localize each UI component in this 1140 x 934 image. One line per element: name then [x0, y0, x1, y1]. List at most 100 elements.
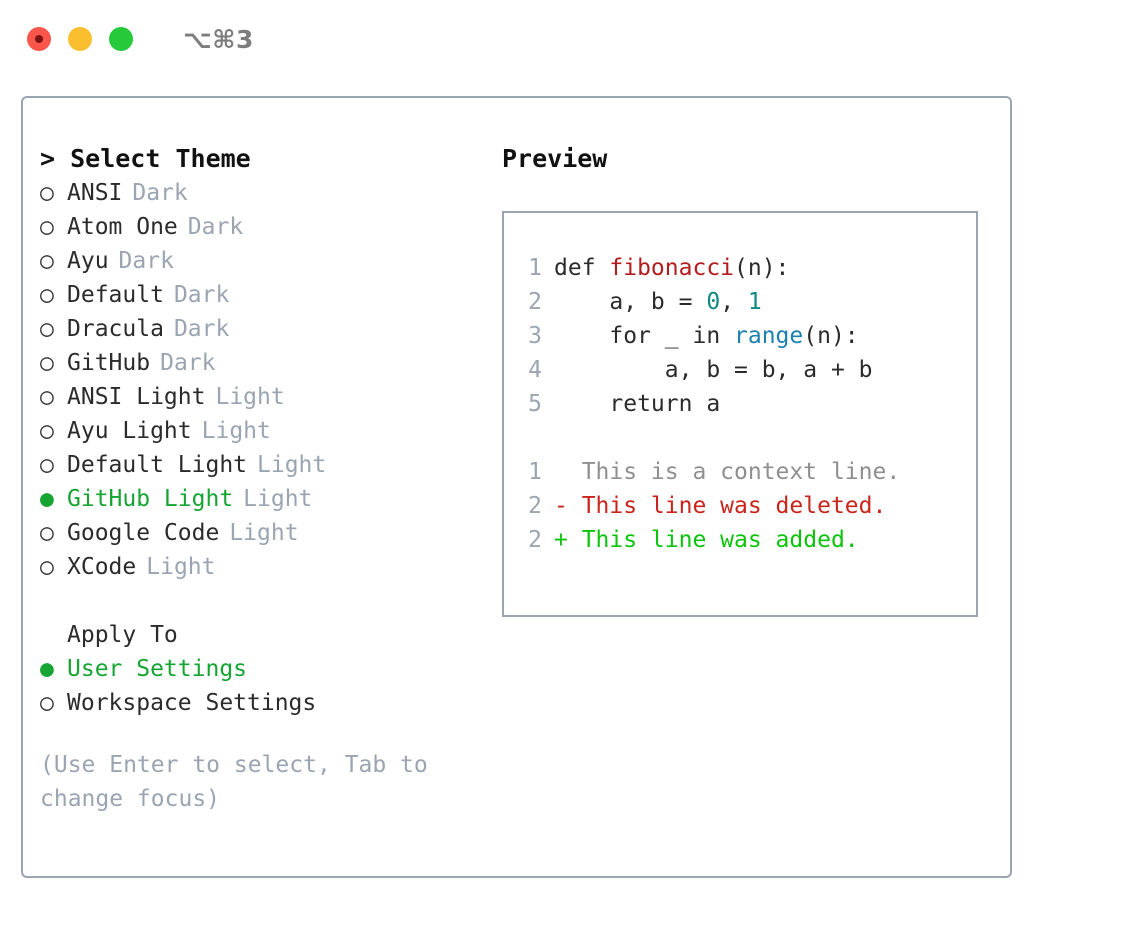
theme-option-label: Atom One: [67, 214, 178, 240]
radio-unselected-icon[interactable]: ○: [40, 452, 54, 478]
diff-sample: 1 This is a context line. 2 - This line wa…: [518, 455, 976, 557]
radio-selected-icon[interactable]: ●: [40, 486, 54, 512]
diff-line-del: 2 - This line was deleted.: [518, 489, 976, 523]
code-diff-spacer: [518, 421, 976, 455]
theme-option-category: Dark: [160, 350, 216, 376]
apply-to-option-label: User Settings: [67, 656, 248, 682]
code-token-num: 0: [706, 289, 721, 315]
diff-line-add: 2 + This line was added.: [518, 523, 976, 557]
code-line: 3 for _ in range(n):: [518, 319, 976, 353]
theme-option-label: ANSI: [67, 180, 123, 206]
apply-to-header-marker: [40, 618, 67, 652]
window-controls: [27, 27, 133, 51]
theme-option-dracula[interactable]: ○ Dracula Dark: [40, 312, 470, 346]
code-line-number: 5: [528, 391, 542, 417]
keyboard-shortcut-label: ⌥⌘3: [183, 24, 254, 54]
code-line-number: 2: [528, 289, 542, 315]
theme-option-label: GitHub Light: [67, 486, 234, 512]
radio-unselected-icon[interactable]: ○: [40, 350, 54, 376]
theme-option-label: Ayu Light: [67, 418, 192, 444]
minimize-button[interactable]: [68, 27, 92, 51]
radio-unselected-icon[interactable]: ○: [40, 384, 54, 410]
radio-unselected-icon[interactable]: ○: [40, 248, 54, 274]
theme-option-label: Default Light: [67, 452, 248, 478]
apply-to-option-label: Workspace Settings: [67, 690, 317, 716]
theme-option-label: ANSI Light: [67, 384, 206, 410]
apply-to-option-list[interactable]: ● User Settings ○ Workspace Settings: [40, 652, 470, 720]
theme-option-category: Light: [243, 486, 313, 512]
radio-unselected-icon[interactable]: ○: [40, 418, 54, 444]
maximize-button[interactable]: [109, 27, 133, 51]
code-line-number: 1: [528, 255, 542, 281]
diff-line-text: - This line was deleted.: [554, 493, 887, 519]
code-token-plain: for _ in: [554, 323, 735, 349]
apply-to-header: Apply To: [40, 618, 470, 652]
radio-unselected-icon[interactable]: ○: [40, 690, 54, 716]
diff-line-text: This is a context line.: [554, 459, 901, 485]
code-token-plain: (n):: [734, 255, 790, 281]
code-line: 2 a, b = 0, 1: [518, 285, 976, 319]
radio-selected-icon[interactable]: ●: [40, 656, 54, 682]
code-token-plain: ,: [720, 289, 748, 315]
diff-line-number: 1: [528, 459, 542, 485]
code-token-plain: def: [554, 255, 610, 281]
code-line-number: 3: [528, 323, 542, 349]
radio-unselected-icon[interactable]: ○: [40, 214, 54, 240]
theme-option-label: XCode: [67, 554, 137, 580]
code-line: 4 a, b = b, a + b: [518, 353, 976, 387]
title-bar: ⌥⌘3: [0, 0, 1140, 78]
theme-option-category: Dark: [132, 180, 188, 206]
code-token-call: range: [734, 323, 804, 349]
theme-option-github[interactable]: ○ GitHub Dark: [40, 346, 470, 380]
theme-option-category: Light: [201, 418, 271, 444]
diff-line-number: 2: [528, 493, 542, 519]
theme-option-label: Dracula: [67, 316, 164, 342]
diff-line-text: + This line was added.: [554, 527, 859, 553]
code-line-number: 4: [528, 357, 542, 383]
radio-unselected-icon[interactable]: ○: [40, 282, 54, 308]
radio-unselected-icon[interactable]: ○: [40, 554, 54, 580]
theme-option-category: Dark: [118, 248, 174, 274]
radio-unselected-icon[interactable]: ○: [40, 316, 54, 342]
theme-option-default-light[interactable]: ○ Default Light Light: [40, 448, 470, 482]
diff-line-number: 2: [528, 527, 542, 553]
code-token-plain: a, b = b, a + b: [554, 357, 873, 383]
theme-option-category: Dark: [187, 214, 244, 240]
select-theme-header: > Select Theme: [40, 144, 251, 173]
code-token-plain: (n):: [803, 323, 859, 349]
code-token-num: 1: [747, 289, 762, 315]
radio-unselected-icon[interactable]: ○: [40, 520, 54, 546]
apply-to-option-workspace-settings[interactable]: ○ Workspace Settings: [40, 686, 470, 720]
apply-to-option-user-settings[interactable]: ● User Settings: [40, 652, 470, 686]
preview-header: Preview: [502, 144, 608, 173]
theme-option-ansi[interactable]: ○ ANSI Dark: [40, 176, 470, 210]
theme-option-label: GitHub: [67, 350, 151, 376]
theme-option-category: Dark: [173, 316, 230, 342]
theme-option-ansi-light[interactable]: ○ ANSI Light Light: [40, 380, 470, 414]
theme-option-category: Light: [215, 384, 285, 410]
theme-option-ayu-light[interactable]: ○ Ayu Light Light: [40, 414, 470, 448]
diff-line-ctx: 1 This is a context line.: [518, 455, 976, 489]
keyboard-hint-text: (Use Enter to select, Tab to change focu…: [40, 752, 442, 812]
theme-option-atom-one[interactable]: ○ Atom One Dark: [40, 210, 470, 244]
theme-option-github-light[interactable]: ● GitHub Light Light: [40, 482, 470, 516]
code-token-plain: a, b =: [554, 289, 707, 315]
section-spacer: [40, 584, 470, 618]
theme-option-category: Dark: [173, 282, 230, 308]
theme-option-category: Light: [229, 520, 299, 546]
radio-unselected-icon[interactable]: ○: [40, 180, 54, 206]
theme-option-category: Light: [257, 452, 327, 478]
close-button[interactable]: [27, 27, 51, 51]
